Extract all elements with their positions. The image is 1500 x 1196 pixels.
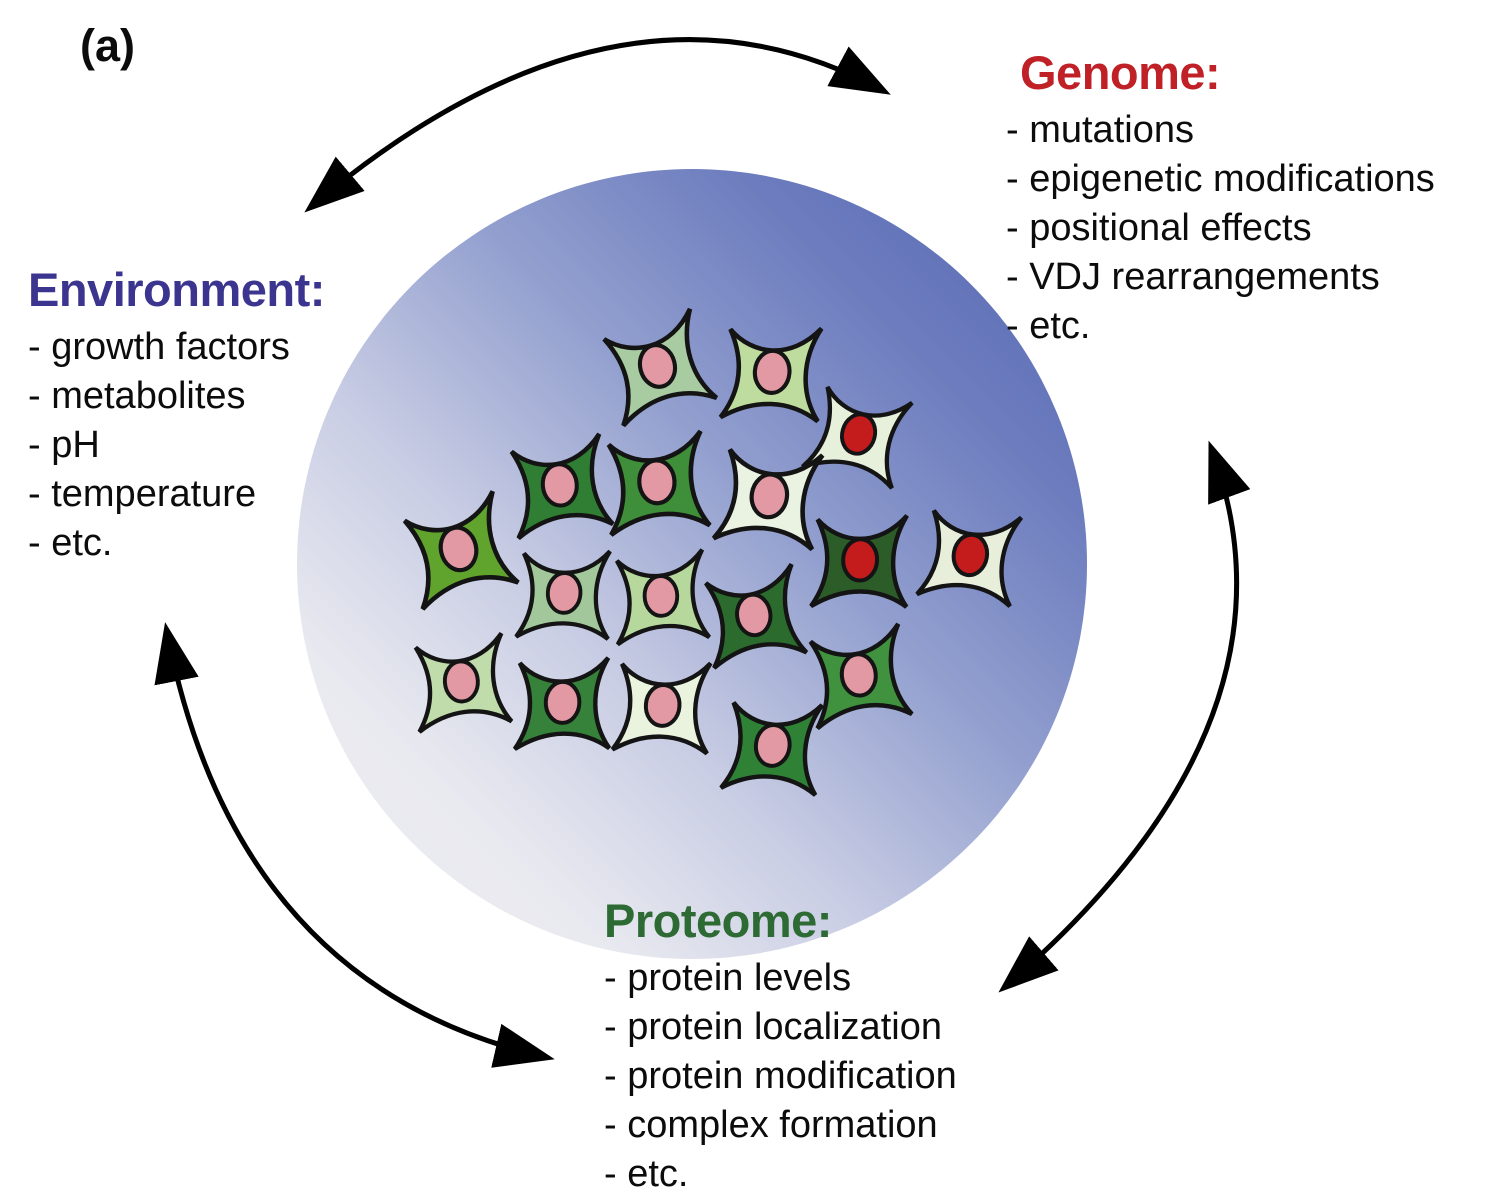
cell	[512, 655, 611, 751]
pink-nucleus	[753, 722, 792, 768]
pink-nucleus	[442, 658, 480, 703]
cell	[801, 385, 914, 490]
cell	[711, 448, 825, 552]
pink-nucleus	[642, 574, 680, 618]
pink-nucleus	[543, 679, 581, 725]
cell	[808, 622, 914, 730]
proteome-item: - etc.	[604, 1153, 689, 1195]
genome-item: - VDJ rearrangements	[1006, 256, 1380, 298]
cell	[402, 490, 520, 611]
proteome-item: - protein modification	[604, 1055, 957, 1097]
cell	[614, 548, 712, 647]
environment-item: - pH	[28, 424, 100, 466]
proteome-label-block: Proteome: - protein levels - protein loc…	[604, 893, 957, 1196]
proteome-item: - protein localization	[604, 1006, 942, 1048]
cell	[718, 326, 824, 424]
red-nucleus	[841, 537, 880, 583]
pink-nucleus	[735, 592, 773, 638]
environment-item: - etc.	[28, 522, 113, 564]
cell	[514, 549, 612, 641]
environment-item: - temperature	[28, 473, 257, 515]
genome-item: - positional effects	[1006, 207, 1312, 249]
environment-title: Environment:	[28, 263, 325, 316]
cell	[718, 700, 824, 797]
cell	[610, 661, 712, 755]
cell	[915, 509, 1024, 608]
environment-item: - growth factors	[28, 326, 290, 368]
pink-nucleus	[839, 652, 878, 698]
pink-nucleus	[752, 348, 792, 395]
pink-nucleus	[637, 458, 677, 506]
genome-item: - etc.	[1006, 305, 1091, 347]
proteome-item: - protein levels	[604, 957, 852, 999]
genome-item: - mutations	[1006, 109, 1194, 151]
panel-label: (a)	[80, 20, 135, 71]
pink-nucleus	[749, 472, 790, 520]
genome-title: Genome:	[1020, 46, 1221, 99]
proteome-item: - complex formation	[604, 1104, 938, 1146]
pink-nucleus	[438, 525, 479, 573]
cell	[704, 563, 809, 670]
proteome-title: Proteome:	[604, 894, 832, 947]
environment-item: - metabolites	[28, 375, 246, 417]
cell	[509, 432, 615, 540]
cell	[809, 514, 909, 609]
red-nucleus	[951, 532, 990, 578]
pink-nucleus	[545, 571, 583, 615]
genome-item: - epigenetic modifications	[1006, 158, 1435, 200]
cell	[606, 429, 712, 537]
environment-label-block: Environment: - growth factors - metaboli…	[28, 262, 325, 568]
pink-nucleus	[637, 342, 678, 389]
genome-label-block: Genome: - mutations - epigenetic modific…	[1006, 45, 1435, 351]
cell	[602, 307, 719, 428]
pink-nucleus	[643, 682, 682, 728]
red-nucleus	[840, 412, 878, 456]
cell	[413, 631, 513, 734]
pink-nucleus	[540, 462, 579, 508]
